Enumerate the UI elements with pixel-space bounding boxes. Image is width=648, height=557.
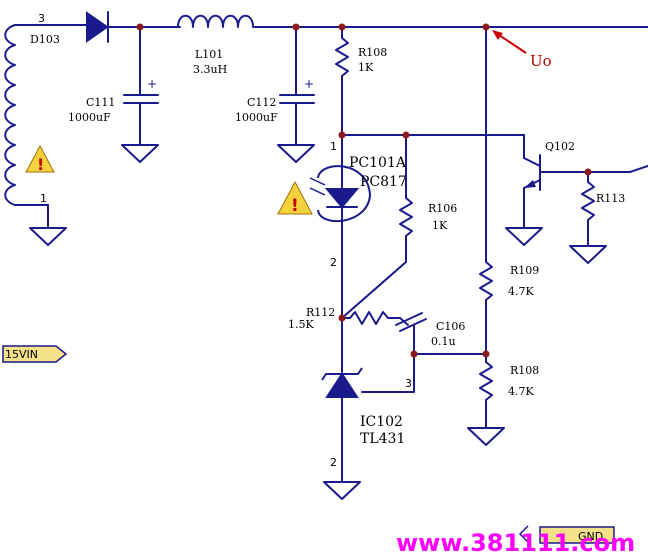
c112-label: C112 [247, 96, 276, 109]
warning-icon: ! [277, 180, 313, 216]
l101-value: 3.3uH [193, 63, 227, 76]
gnd-tag-label: GND [578, 530, 603, 543]
c111-label: C111 [86, 96, 115, 109]
ground-symbol [29, 227, 67, 246]
q102-label: Q102 [545, 140, 575, 153]
c106-label: C106 [436, 320, 465, 333]
svg-text:+: + [304, 77, 314, 91]
svg-text:+: + [147, 77, 157, 91]
pin-3-label: 3 [38, 12, 45, 25]
ground-symbol [569, 245, 607, 264]
pc817-label: PC817 [360, 174, 407, 190]
r109-label: R109 [510, 264, 539, 277]
resistor-r108-bottom [479, 353, 493, 429]
ground-symbol [323, 481, 361, 500]
vin-net-tag [2, 345, 68, 363]
gnd-net-tag [518, 525, 615, 544]
ground-symbol [277, 144, 315, 163]
uo-label: Uo [530, 52, 552, 70]
watermark-text: www.381111.com [396, 529, 635, 557]
r106-value: 1K [432, 219, 448, 232]
resistor-r109 [479, 26, 493, 355]
r106-label: R106 [428, 202, 457, 215]
ground-symbol [505, 227, 543, 246]
c112-value: 1000uF [235, 111, 278, 124]
transformer-winding [4, 24, 96, 229]
junction-dots [136, 23, 592, 358]
capacitor-c112: + [279, 26, 315, 146]
r112-value: 1.5K [288, 318, 314, 331]
vin-tag-label: 15VIN [5, 348, 38, 361]
tl431-label: TL431 [360, 431, 405, 447]
r108-top-label: R108 [358, 46, 387, 59]
r108-bottom-label: R108 [510, 364, 539, 377]
pc101a-label: PC101A [349, 155, 407, 171]
capacitor-c106 [395, 312, 427, 355]
r108-bottom-value: 4.7K [508, 385, 534, 398]
ic-pin2-label: 2 [330, 456, 337, 469]
uo-arrow [492, 30, 527, 54]
ic-pin3-label: 3 [405, 377, 412, 390]
resistor-r106 [341, 134, 413, 319]
pc-pin1-label: 1 [330, 140, 337, 153]
pc-pin2-label: 2 [330, 256, 337, 269]
resistor-r113 [581, 171, 595, 247]
r113-label: R113 [596, 192, 625, 205]
ground-symbol [121, 144, 159, 163]
pin-1-label: 1 [40, 192, 47, 205]
optocoupler-pc817 [309, 149, 371, 319]
inductor-l101 [177, 14, 648, 28]
r109-value: 4.7K [508, 285, 534, 298]
l101-label: L101 [195, 48, 223, 61]
d103-label: D103 [30, 33, 60, 46]
capacitor-c111: + [123, 26, 159, 146]
svg-text:!: ! [37, 155, 44, 174]
c106-value: 0.1u [431, 335, 456, 348]
r112-label: R112 [306, 306, 335, 319]
diode-d103 [86, 11, 181, 43]
r108-top-value: 1K [358, 61, 374, 74]
ground-symbol [467, 427, 505, 446]
ic102-label: IC102 [360, 414, 403, 430]
shunt-regulator-tl431 [321, 317, 363, 483]
svg-text:!: ! [291, 196, 299, 216]
c111-value: 1000uF [68, 111, 111, 124]
warning-icon: ! [25, 144, 55, 174]
